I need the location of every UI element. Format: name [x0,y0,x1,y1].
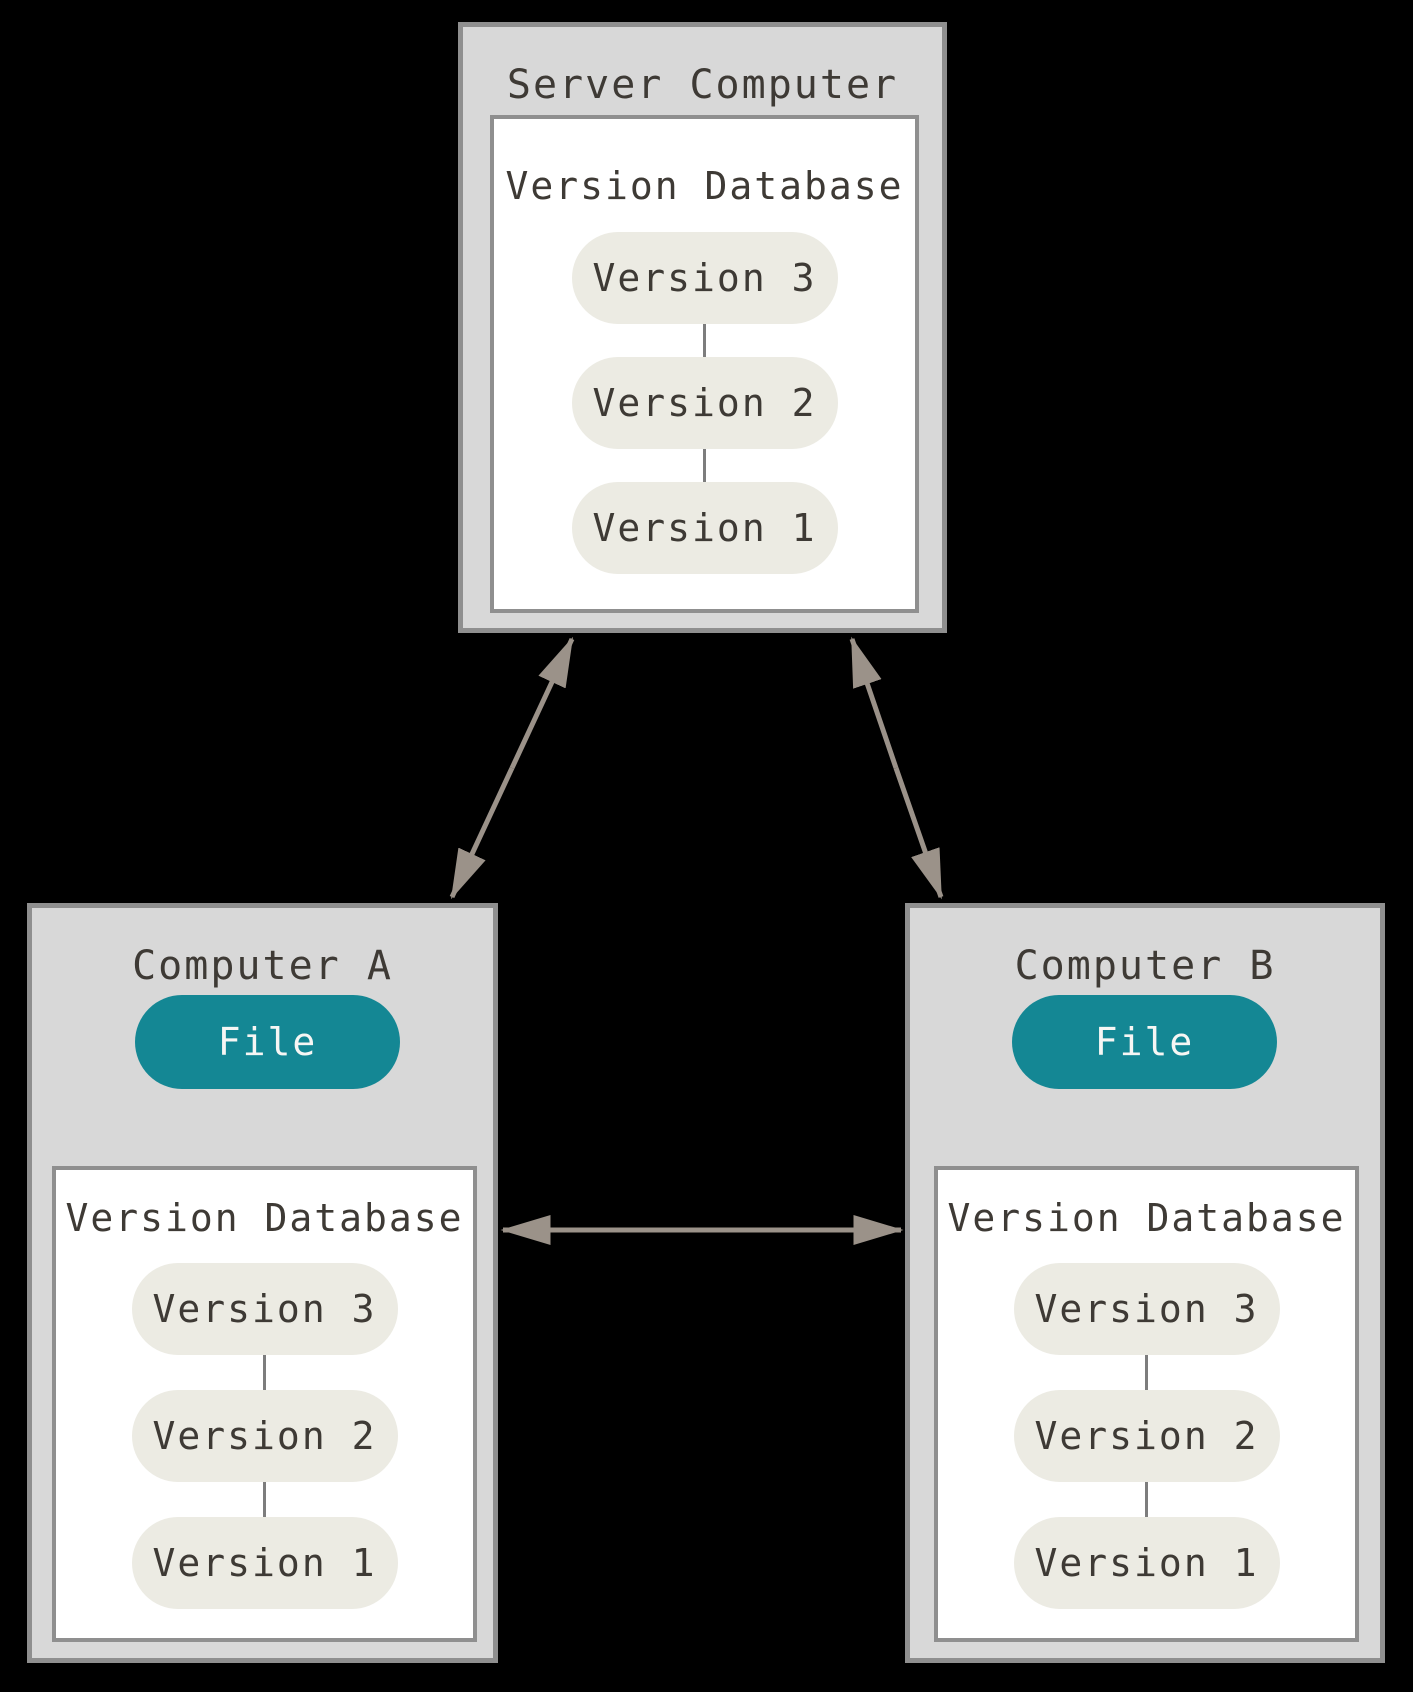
version-connector-line [263,1482,266,1517]
version-pill: Version 2 [571,357,838,449]
version-connector-line [1145,1355,1148,1390]
version-connector-line [703,449,706,482]
version-connector-line [1145,1482,1148,1517]
server-computer-box: Server Computer Version Database Version… [458,22,947,633]
server-computer-title: Server Computer [506,62,899,108]
version-connector-line [263,1355,266,1390]
computer-a-box: Computer A File Version Database Version… [27,903,498,1663]
computer-b-box: Computer B File Version Database Version… [905,903,1385,1663]
server-version-database-box: Version Database Version 3 Version 2 Ver… [490,115,919,613]
version-pill: Version 1 [571,482,838,574]
version-pill: Version 2 [1013,1390,1280,1482]
arrow-server-to-computer-a [449,636,575,900]
file-pill: File [1012,995,1277,1089]
version-connector-line [703,324,706,357]
version-pill: Version 3 [1013,1263,1280,1355]
version-pill: Version 3 [131,1263,398,1355]
version-pill: Version 2 [131,1390,398,1482]
version-database-label: Version Database [505,164,904,208]
file-pill: File [135,995,400,1089]
version-database-label: Version Database [947,1196,1346,1240]
version-database-label: Version Database [65,1196,464,1240]
arrow-server-to-computer-b [849,636,944,900]
computer-b-version-database-box: Version Database Version 3 Version 2 Ver… [934,1166,1359,1642]
version-pill: Version 1 [131,1517,398,1609]
version-pill: Version 3 [571,232,838,324]
computer-a-title: Computer A [132,943,393,989]
version-pill: Version 1 [1013,1517,1280,1609]
computer-b-title: Computer B [1014,943,1276,989]
computer-a-version-database-box: Version Database Version 3 Version 2 Ver… [52,1166,477,1642]
